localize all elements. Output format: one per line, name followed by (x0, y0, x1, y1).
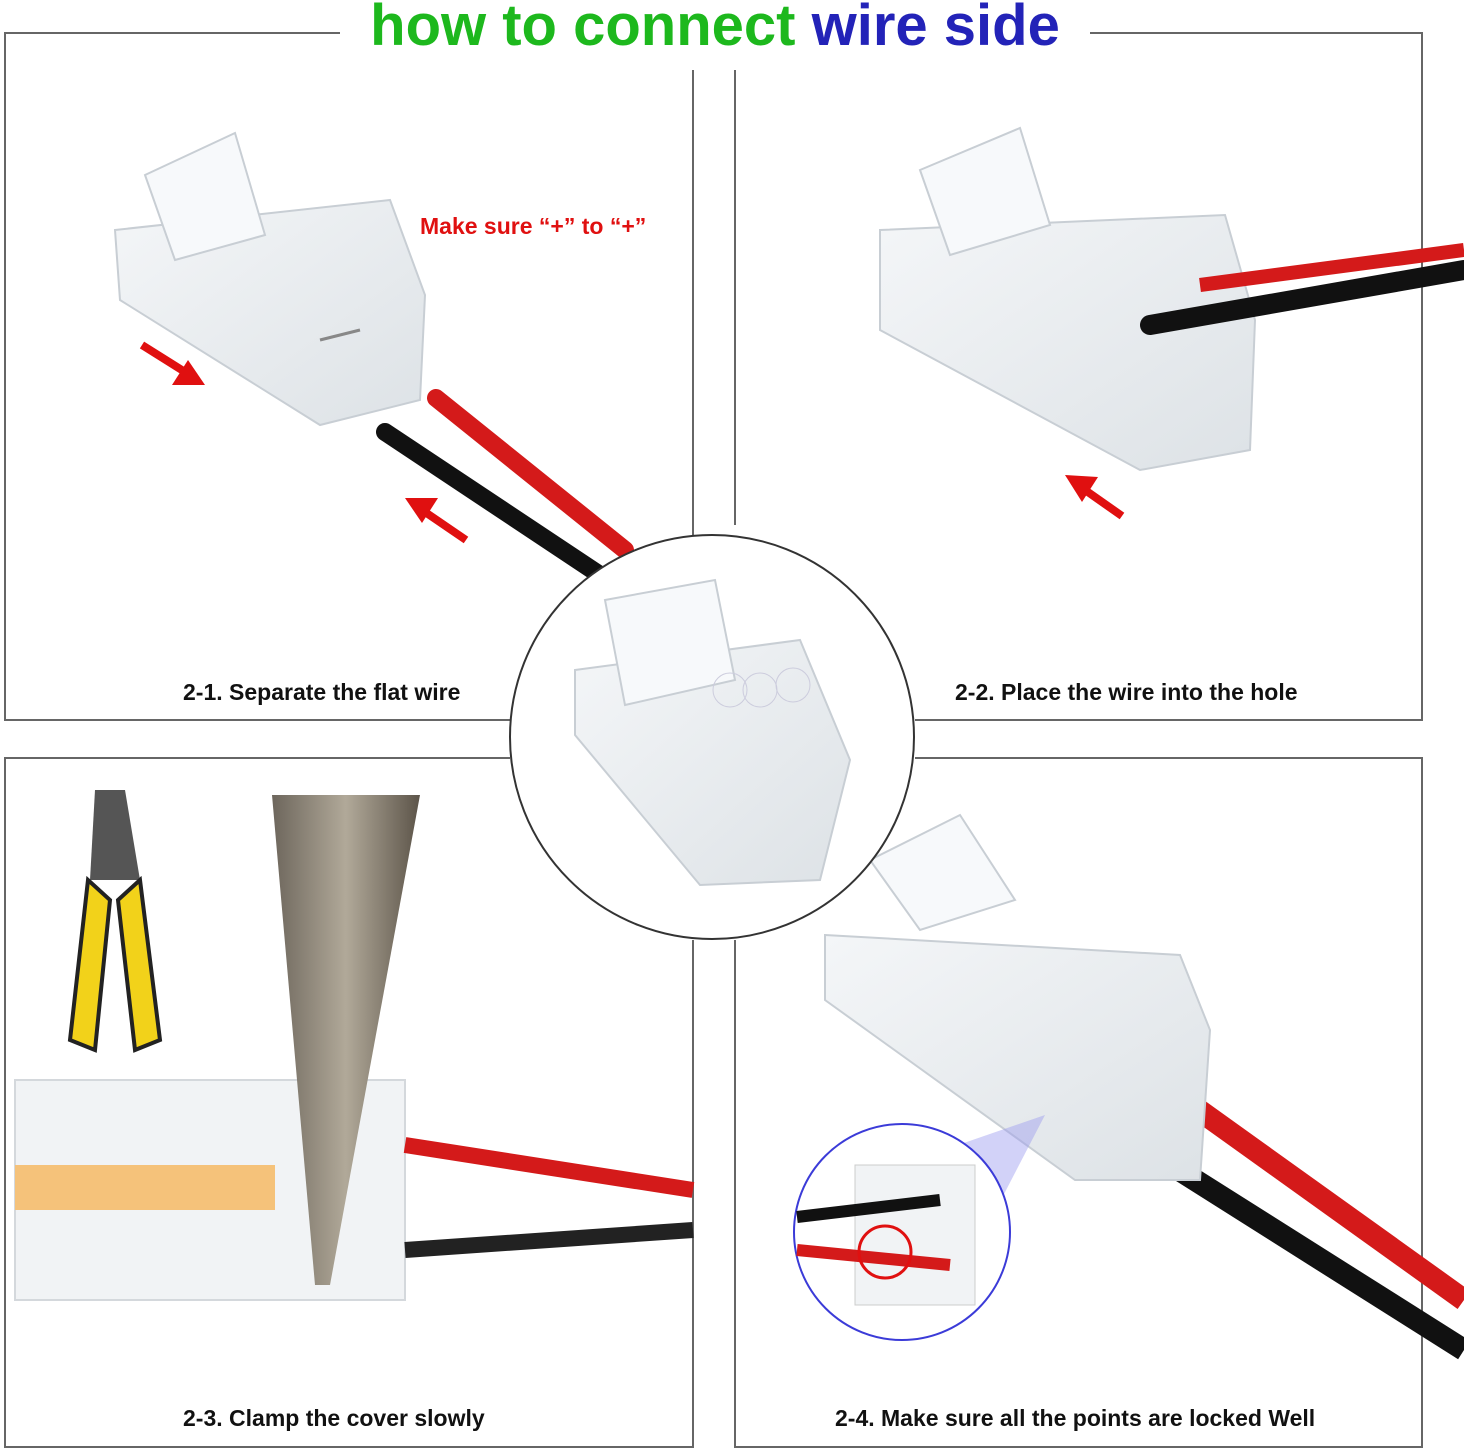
pliers-icon (67, 790, 163, 1053)
step-caption-2-3: 2-3. Clamp the cover slowly (183, 1405, 485, 1431)
panel-frames (4, 32, 1423, 1448)
center-connector-circle (509, 534, 915, 940)
wires-step1 (376, 389, 634, 584)
wires-step2 (1140, 243, 1464, 335)
step-caption-2-2: 2-2. Place the wire into the hole (955, 679, 1298, 705)
connector-locked-step4 (824, 813, 1212, 1181)
title-blue-part: wire side (811, 0, 1060, 58)
magnified-inset (793, 1123, 1011, 1341)
page-title: how to connect wire side (340, 0, 1090, 59)
arrow-icon (1065, 475, 1125, 520)
title-green-part: how to connect (370, 0, 796, 58)
connector-open-step1 (113, 131, 427, 427)
connector-with-wire-step2 (879, 126, 1257, 472)
connector-clamp-step3 (14, 795, 695, 1301)
step-caption-2-1: 2-1. Separate the flat wire (183, 679, 461, 705)
polarity-note: Make sure “+” to “+” (420, 213, 647, 239)
step-caption-2-4: 2-4. Make sure all the points are locked… (835, 1405, 1316, 1431)
arrow-icon (139, 341, 469, 544)
